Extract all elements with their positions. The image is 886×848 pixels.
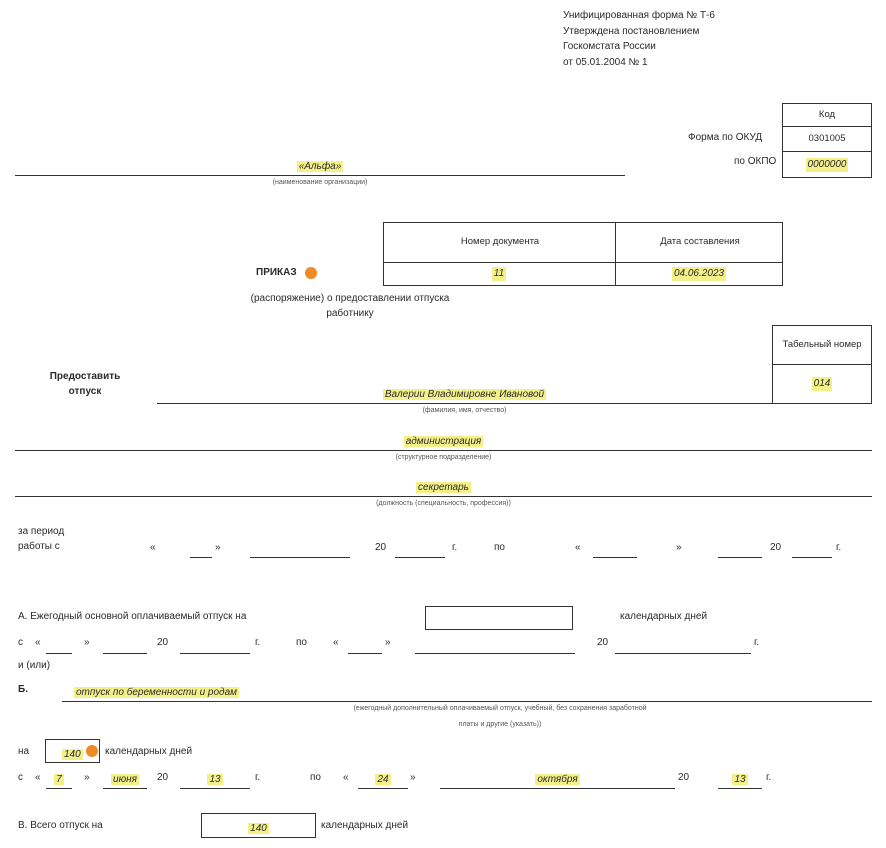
document-number-value: 11 [491,267,507,281]
section-v-days: 140 [248,823,269,834]
section-b-start-year: 13 [207,774,223,785]
section-v-label: В. Всего отпуск на [18,820,103,831]
order-subtitle-line1: (распоряжение) о предоставлении отпуска [250,293,450,304]
section-b-end-month: октября [535,774,580,785]
section-b-caption-line2: платы и другие (указать)) [458,721,542,728]
document-date-value: 04.06.2023 [671,267,727,281]
section-a-days-label: календарных дней [620,611,708,622]
position-caption: (должность (специальность, профессия)) [376,500,511,507]
okpo-label: по ОКПО [734,156,777,167]
section-b-end-year: 13 [732,774,748,785]
tabel-header: Табельный номер [782,339,862,350]
grant-label-line1: Предоставить [49,371,121,382]
department-caption: (структурное подразделение) [395,454,492,461]
section-v-days-box[interactable] [201,813,316,838]
order-title: ПРИКАЗ [256,267,297,278]
section-b-letter: Б. [18,684,28,695]
period-label-line1: за период [18,526,65,537]
period-label-line2: работы с [18,541,60,552]
organization-name: «Альфа» [296,161,344,172]
period-to-label: по [494,542,505,553]
section-b-days-label: календарных дней [105,746,193,757]
form-header-line1: Унифицированная форма № Т-6 [563,10,715,21]
organization-caption: (наименование организации) [272,179,368,186]
okpo-value: 0000000 [805,157,849,172]
section-b-start-day: 7 [54,774,64,785]
document-table [383,222,783,286]
annotation-dot-icon [86,745,98,757]
form-header-line2: Утверждена постановлением [563,26,700,37]
section-b-start-month: июня [111,774,139,785]
section-a-label: А. Ежегодный основной оплачиваемый отпус… [18,611,247,622]
section-b-days-box[interactable] [45,739,100,763]
grant-label-line2: отпуск [68,386,102,397]
annotation-dot-icon [305,267,317,279]
document-number-header: Номер документа [460,236,540,247]
employee-name: Валерии Владимировне Ивановой [382,389,547,400]
okud-value: 0301005 [808,133,846,144]
position-name: секретарь [416,482,471,493]
section-a-days-box[interactable] [425,606,573,630]
section-v-days-label: календарных дней [321,820,409,831]
employee-name-caption: (фамилия, имя, отчество) [422,407,507,414]
section-b-type: отпуск по беременности и родам [74,687,239,698]
document-date-header: Дата составления [660,236,740,247]
tabel-value: 014 [811,377,833,391]
and-or-label: и (или) [18,660,51,671]
form-header-line4: от 05.01.2004 № 1 [563,57,648,68]
section-b-days: 140 [62,749,83,760]
section-b-end-day: 24 [375,774,391,785]
department-name: администрация [403,436,484,447]
codes-title: Код [818,108,836,120]
okud-label: Форма по ОКУД [688,132,763,143]
order-subtitle-line2: работнику [326,308,374,319]
codes-box [782,103,872,178]
form-header-line3: Госкомстата России [563,41,656,52]
section-b-caption-line1: (ежегодный дополнительный оплачиваемый о… [353,705,647,712]
